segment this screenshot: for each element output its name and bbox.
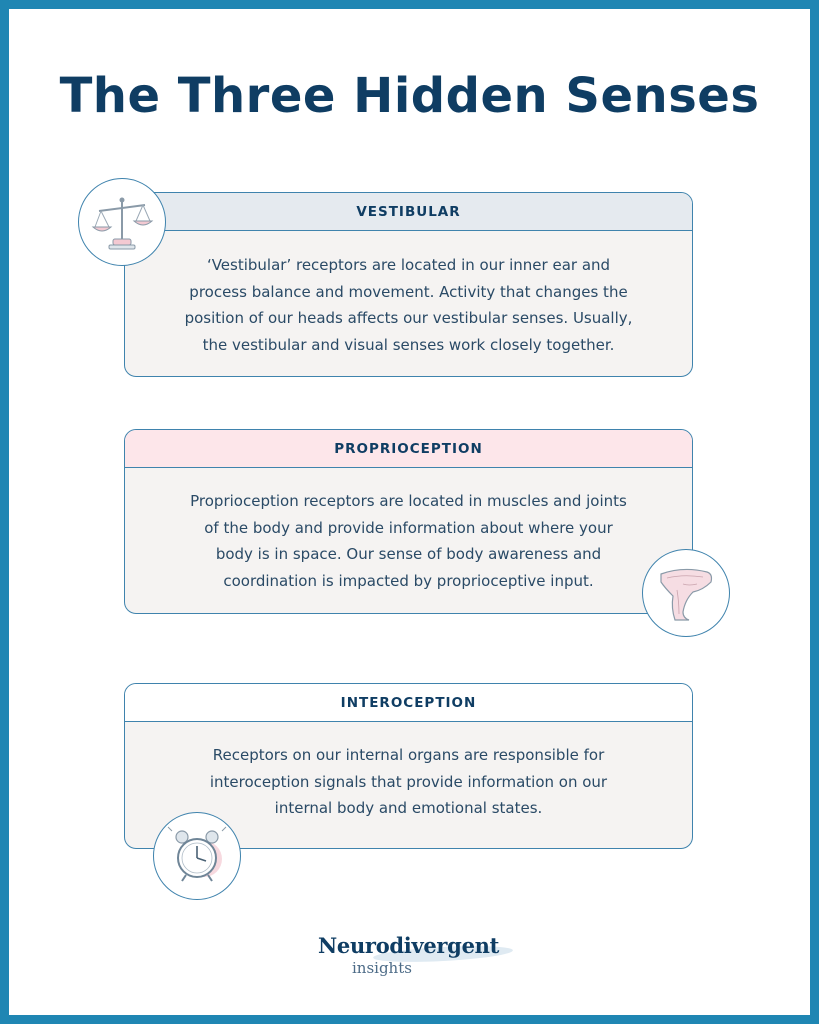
text-line: of the body and provide information abou… — [204, 518, 613, 537]
card-heading: VESTIBULAR — [125, 193, 692, 231]
card-vestibular: VESTIBULAR ‘Vestibular’ receptors are lo… — [124, 192, 693, 377]
leg-icon — [642, 549, 730, 637]
text-line: body is in space. Our sense of body awar… — [215, 545, 602, 563]
logo-subtitle: insights — [352, 959, 412, 977]
card-text: Receptors on our internal organs are res… — [125, 722, 692, 822]
balance-scale-icon — [78, 178, 166, 266]
logo-wordmark: Neurodivergent — [318, 933, 499, 958]
text-line: position of our heads affects our vestib… — [184, 309, 633, 327]
text-line: Receptors on our internal organs are res… — [212, 746, 605, 764]
card-interoception: INTEROCEPTION Receptors on our internal … — [124, 683, 693, 849]
text-line: interoception signals that provide infor… — [209, 772, 608, 791]
text-line: ‘Vestibular’ receptors are located in ou… — [206, 256, 611, 274]
card-heading: PROPRIOCEPTION — [125, 430, 692, 468]
card-text: Proprioception receptors are located in … — [125, 468, 692, 594]
text-line: coordination is impacted by propriocepti… — [223, 571, 594, 590]
card-heading: INTEROCEPTION — [125, 684, 692, 722]
text-line: the vestibular and visual senses work cl… — [202, 335, 615, 354]
text-line: process balance and movement. Activity t… — [189, 282, 628, 301]
brand-logo: Neurodivergent insights — [318, 933, 518, 983]
page-title: The Three Hidden Senses — [59, 68, 760, 124]
text-line: Proprioception receptors are located in … — [190, 492, 627, 510]
card-proprioception: PROPRIOCEPTION Proprioception receptors … — [124, 429, 693, 614]
text-line: internal body and emotional states. — [274, 799, 543, 817]
alarm-clock-icon — [153, 812, 241, 900]
card-text: ‘Vestibular’ receptors are located in ou… — [125, 231, 692, 358]
